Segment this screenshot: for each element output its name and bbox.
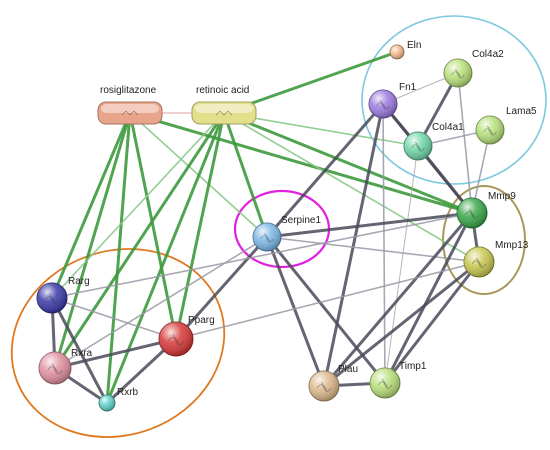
edge-retinoic_acid-Eln bbox=[222, 50, 399, 115]
edge-Fn1-Plau bbox=[322, 102, 385, 388]
edge-rosiglitazone-Rarg bbox=[50, 111, 132, 300]
edge-Serpine1-Mmp13 bbox=[266, 236, 480, 263]
node-label-Rxrb: Rxrb bbox=[117, 387, 139, 398]
node-label-retinoic_acid: retinoic acid bbox=[196, 85, 249, 96]
edge-Serpine1-Timp1 bbox=[265, 235, 387, 385]
node-Rxrb[interactable]: Rxrb bbox=[98, 387, 139, 412]
node-label-Rxra: Rxra bbox=[71, 348, 93, 359]
edge-retinoic_acid-Pparg bbox=[174, 111, 226, 341]
edge-retinoic_acid-Rxra bbox=[53, 111, 226, 370]
edge-Mmp13-Pparg bbox=[175, 261, 480, 340]
node-label-Eln: Eln bbox=[407, 40, 421, 51]
node-Timp1[interactable]: Timp1 bbox=[369, 361, 427, 399]
node-label-Serpine1: Serpine1 bbox=[281, 215, 321, 226]
edge-Rxra-Pparg bbox=[53, 337, 178, 370]
edge-Mmp13-Plau bbox=[322, 260, 481, 388]
node-Rarg[interactable]: Rarg bbox=[36, 276, 90, 314]
edge-retinoic_acid-Rarg bbox=[51, 112, 225, 299]
node-label-Mmp9: Mmp9 bbox=[488, 191, 516, 202]
node-Lama5[interactable]: Lama5 bbox=[475, 106, 537, 145]
edge-Rarg-Rxrb bbox=[50, 296, 109, 405]
node-rosiglitazone[interactable]: rosiglitazone bbox=[97, 85, 163, 125]
node-Plau[interactable]: Plau bbox=[308, 364, 358, 402]
edge-Serpine1-Plau bbox=[265, 235, 326, 388]
node-Col4a2[interactable]: Col4a2 bbox=[443, 49, 504, 88]
edge-Mmp9-Rarg bbox=[51, 212, 473, 299]
ecm-cluster bbox=[361, 15, 547, 185]
edge-Mmp13-Timp1 bbox=[383, 260, 481, 385]
node-label-Col4a2: Col4a2 bbox=[472, 49, 504, 60]
node-Col4a1[interactable]: Col4a1 bbox=[403, 122, 464, 161]
node-label-Mmp13: Mmp13 bbox=[495, 240, 529, 251]
edge-Serpine1-Mmp9 bbox=[265, 211, 474, 239]
edge-retinoic_acid-Mmp13 bbox=[223, 112, 480, 263]
node-label-Timp1: Timp1 bbox=[399, 361, 427, 372]
edge-retinoic_acid-Rxrb bbox=[105, 111, 226, 405]
node-Mmp9[interactable]: Mmp9 bbox=[456, 191, 516, 229]
edge-Mmp9-Timp1 bbox=[383, 211, 474, 385]
node-label-Lama5: Lama5 bbox=[506, 106, 537, 117]
node-label-Plau: Plau bbox=[338, 364, 358, 375]
node-label-rosiglitazone: rosiglitazone bbox=[100, 85, 157, 96]
node-label-Fn1: Fn1 bbox=[399, 82, 417, 93]
node-Rxra[interactable]: Rxra bbox=[38, 348, 93, 385]
edge-retinoic_acid-Mmp9 bbox=[222, 111, 474, 215]
node-Eln[interactable]: Eln bbox=[389, 40, 421, 60]
node-retinoic_acid[interactable]: retinoic acid bbox=[191, 85, 257, 125]
mmp-cluster bbox=[442, 185, 526, 295]
edge-Mmp9-Plau bbox=[322, 211, 474, 388]
node-Fn1[interactable]: Fn1 bbox=[368, 82, 417, 119]
edge-Serpine1-Rxra bbox=[54, 236, 268, 369]
edge-Serpine1-Pparg bbox=[174, 235, 269, 341]
receptor-cluster bbox=[10, 248, 226, 438]
edge-rosiglitazone-Pparg bbox=[128, 111, 178, 341]
edge-rosiglitazone-Mmp9 bbox=[128, 111, 474, 215]
edge-Col4a2-Mmp9 bbox=[457, 72, 473, 214]
edge-Rarg-Pparg bbox=[51, 297, 177, 340]
node-label-Rarg: Rarg bbox=[68, 276, 90, 287]
edge-retinoic_acid-Col4a1 bbox=[223, 112, 419, 147]
node-label-Pparg: Pparg bbox=[188, 315, 215, 326]
edge-Fn1-Serpine1 bbox=[265, 102, 385, 239]
edge-retinoic_acid-Serpine1 bbox=[222, 111, 269, 239]
node-Serpine1[interactable]: Serpine1 bbox=[252, 215, 321, 252]
edge-Col4a1-Timp1 bbox=[384, 145, 419, 384]
node-Pparg[interactable]: Pparg bbox=[158, 315, 215, 357]
node-label-Col4a1: Col4a1 bbox=[432, 122, 464, 133]
node-Mmp13[interactable]: Mmp13 bbox=[463, 240, 529, 278]
edge-Fn1-Timp1 bbox=[382, 103, 386, 384]
